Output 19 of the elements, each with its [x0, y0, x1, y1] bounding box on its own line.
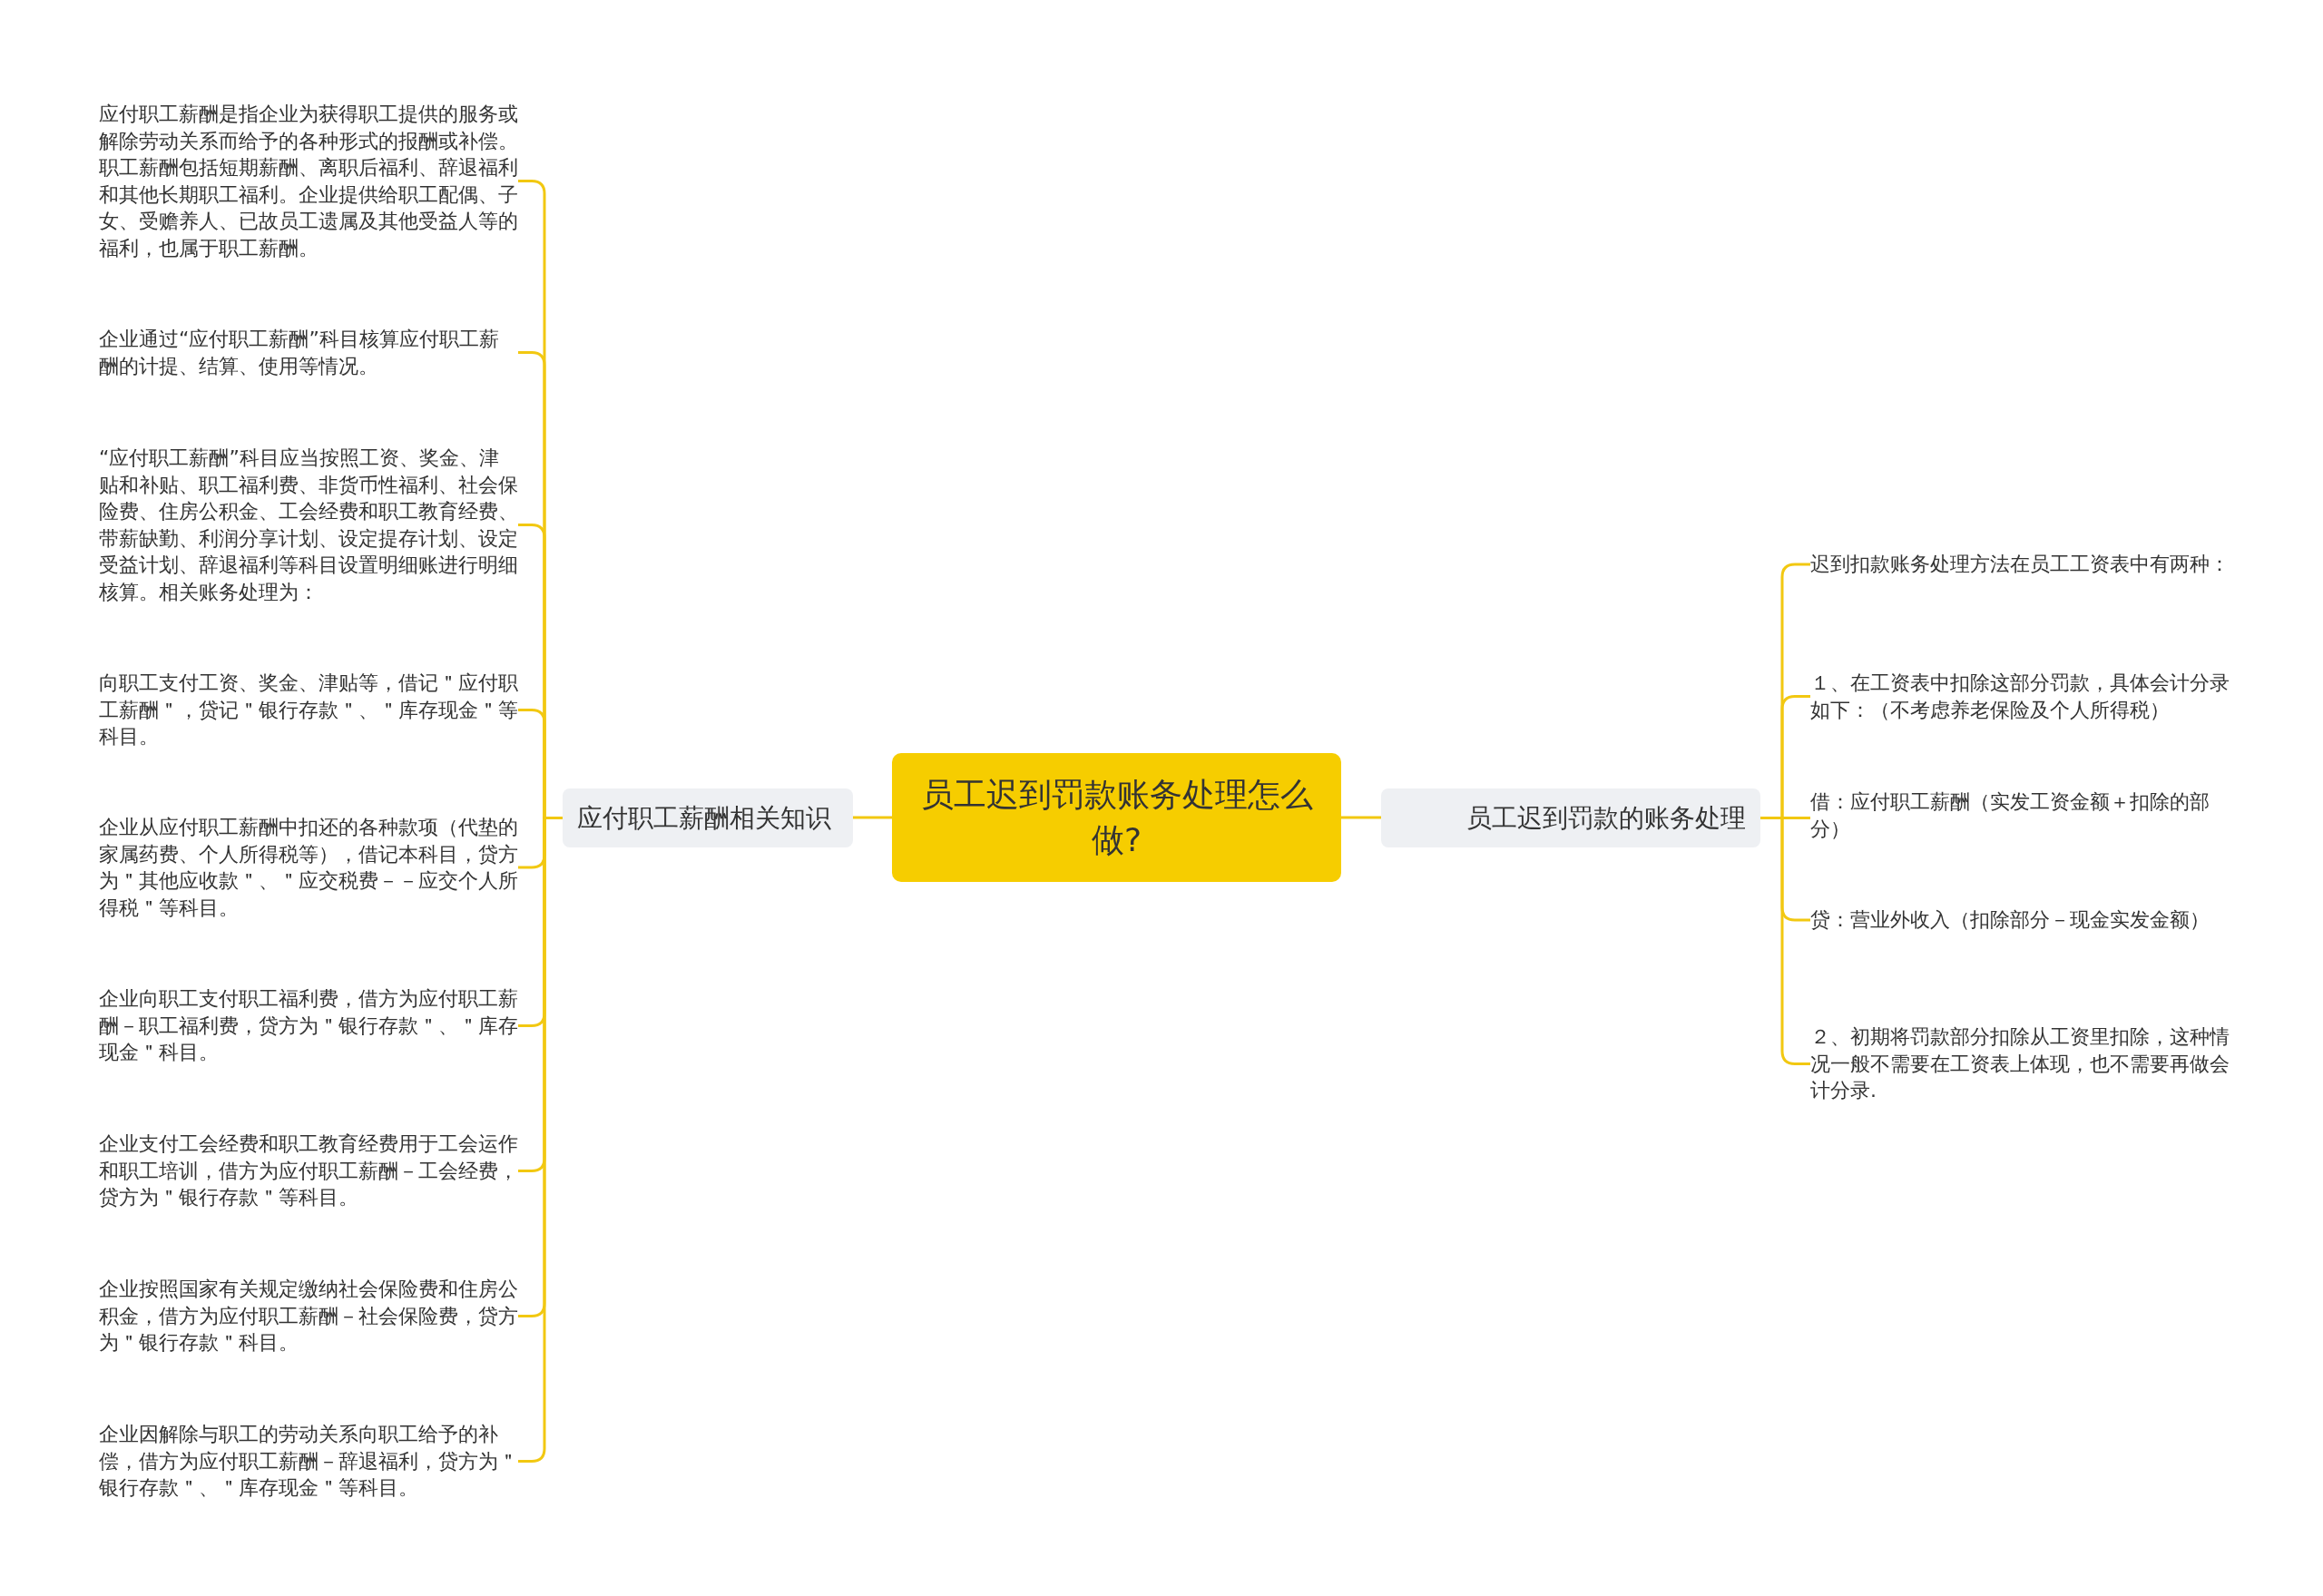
note-text: 企业按照国家有关规定缴纳社会保险费和住房公积金，借方为应付职工薪酬－社会保险费，贷方为＂银行存款＂科目。: [99, 1276, 518, 1356]
note-text: 企业支付工会经费和职工教育经费用于工会运作和职工培训，借方为应付职工薪酬－工会经费，贷方为＂银行存款＂等科目。: [99, 1131, 518, 1211]
note-text: ２、初期将罚款部分扣除从工资里扣除，这种情况一般不需要在工资表上体现，也不需要再做会计分录.: [1810, 1023, 2230, 1104]
note-text: 应付职工薪酬是指企业为获得职工提供的服务或解除劳动关系而给予的各种形式的报酬或补偿。职工薪酬包括短期薪酬、离职后福利、辞退福利和其他长期职工福利。企业提供给职工配偶、子女、受赡养人、已故员工遗属及其他受益人等的福利，也属于职工薪酬。: [99, 101, 518, 261]
note-text: 企业因解除与职工的劳动关系向职工给予的补偿，借方为应付职工薪酬－辞退福利，贷方为＂银行存款＂、＂库存现金＂等科目。: [99, 1421, 518, 1502]
topic-box: 员工迟到罚款的账务处理: [1381, 788, 1760, 847]
connector-line: [853, 816, 892, 819]
connector-line: [1341, 816, 1381, 819]
note-text: 贷：营业外收入（扣除部分－现金实发金额）: [1810, 906, 2230, 934]
note-text: “应付职工薪酬”科目应当按照工资、奖金、津贴和补贴、职工福利费、非货币性福利、社会保险费、住房公积金、工会经费和职工教育经费、带薪缺勤、利润分享计划、设定提存计划、设定受益计划、辞退福利等科目设置明细账进行明细核算。相关账务处理为：: [99, 445, 518, 605]
note-text: 向职工支付工资、奖金、津贴等，借记＂应付职工薪酬＂，贷记＂银行存款＂、＂库存现金＂等科目。: [99, 670, 518, 750]
central-topic-box: 员工迟到罚款账务处理怎么做?: [892, 753, 1341, 882]
note-text: 迟到扣款账务处理方法在员工工资表中有两种：: [1810, 551, 2230, 578]
topic-box: 应付职工薪酬相关知识: [563, 788, 853, 847]
note-text: １、在工资表中扣除这部分罚款，具体会计分录如下：（不考虑养老保险及个人所得税）: [1810, 670, 2230, 723]
note-text: 借：应付职工薪酬（实发工资金额＋扣除的部分）: [1810, 788, 2230, 842]
note-text: 企业从应付职工薪酬中扣还的各种款项（代垫的家属药费、个人所得税等），借记本科目，贷方为＂其他应收款＂、＂应交税费－－应交个人所得税＂等科目。: [99, 814, 518, 921]
note-text: 企业向职工支付职工福利费，借方为应付职工薪酬－职工福利费，贷方为＂银行存款＂、＂库存现金＂科目。: [99, 985, 518, 1066]
note-text: 企业通过“应付职工薪酬”科目核算应付职工薪酬的计提、结算、使用等情况。: [99, 326, 518, 379]
